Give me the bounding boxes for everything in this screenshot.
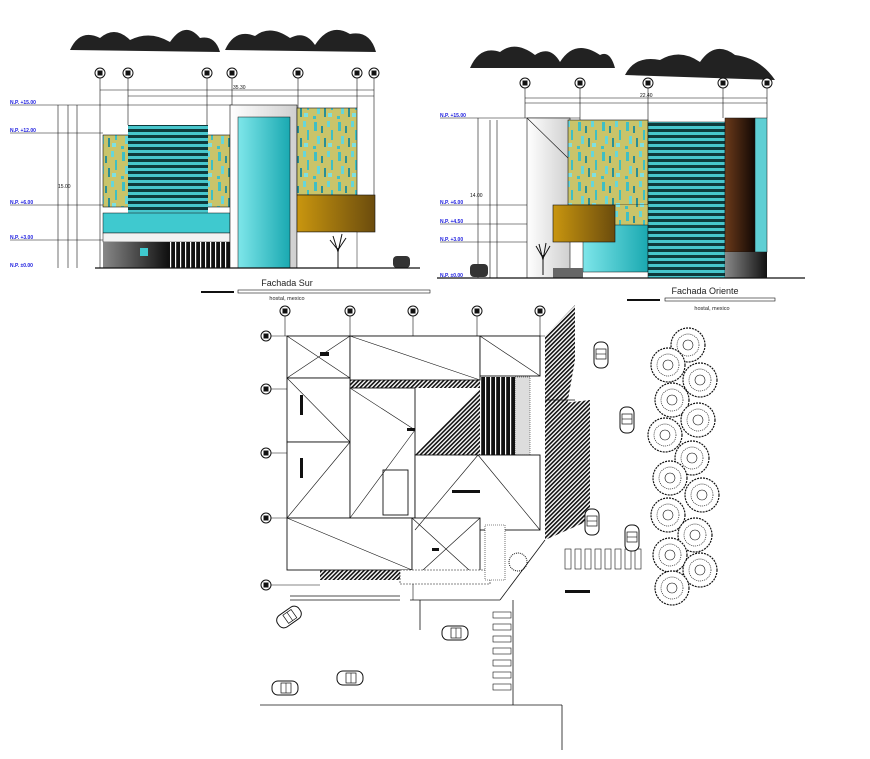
- tree-silhouettes: [70, 29, 376, 52]
- car-icon: [470, 264, 488, 277]
- level-labels: N.P. +15.00 N.P. +6.00 N.P. +4.50 N.P. +…: [440, 113, 466, 279]
- svg-text:N.P. +6.00: N.P. +6.00: [440, 200, 463, 206]
- svg-text:N.P. ±0.00: N.P. ±0.00: [10, 263, 33, 269]
- elevation-title: Fachada Sur: [261, 278, 313, 288]
- elevation-east: 22.40 14.00 N.P. +15.00 N.P. +6.00 N.P. …: [437, 46, 805, 312]
- tree-silhouettes: [470, 46, 775, 80]
- scale-bar: [627, 299, 660, 301]
- site-lines: [260, 399, 575, 750]
- svg-text:N.P. +4.50: N.P. +4.50: [440, 219, 463, 225]
- svg-text:N.P. +3.00: N.P. +3.00: [10, 235, 33, 241]
- grid-axis-bubbles: [94, 67, 380, 79]
- car-icon: [393, 256, 410, 268]
- svg-text:N.P. +12.00: N.P. +12.00: [10, 128, 36, 134]
- svg-text:N.P. +15.00: N.P. +15.00: [10, 100, 36, 106]
- grid-lines: [440, 88, 768, 278]
- tree-icon: [329, 233, 347, 268]
- elevation-subtitle: hostal, mexico: [694, 306, 729, 312]
- svg-text:N.P. +3.00: N.P. +3.00: [440, 237, 463, 243]
- crosswalk: [492, 548, 642, 691]
- grid-lines: [10, 78, 375, 268]
- elevation-title: Fachada Oriente: [671, 286, 738, 296]
- height-dimension: 15.00: [58, 184, 71, 190]
- tree-row: [647, 327, 720, 606]
- width-dimension: 35.30: [233, 85, 246, 91]
- grid-axis-bubbles: [519, 77, 773, 89]
- shrub-icon: [508, 552, 528, 572]
- width-dimension: 22.40: [640, 93, 653, 99]
- svg-text:N.P. ±0.00: N.P. ±0.00: [440, 273, 463, 279]
- level-labels: N.P. +15.00 N.P. +12.00 N.P. +6.00 N.P. …: [10, 100, 36, 269]
- svg-text:N.P. +15.00: N.P. +15.00: [440, 113, 466, 119]
- svg-text:N.P. +6.00: N.P. +6.00: [10, 200, 33, 206]
- elevation-subtitle: hostal, mexico: [269, 296, 304, 302]
- tree-icon: [535, 242, 551, 275]
- height-dimension: 14.00: [470, 193, 483, 199]
- scale-bar: [201, 291, 234, 293]
- roof-plan: [260, 305, 720, 750]
- elevation-south: 35.30 15.00 N.P. +15.00 N.P. +12.00 N.P.…: [10, 29, 431, 302]
